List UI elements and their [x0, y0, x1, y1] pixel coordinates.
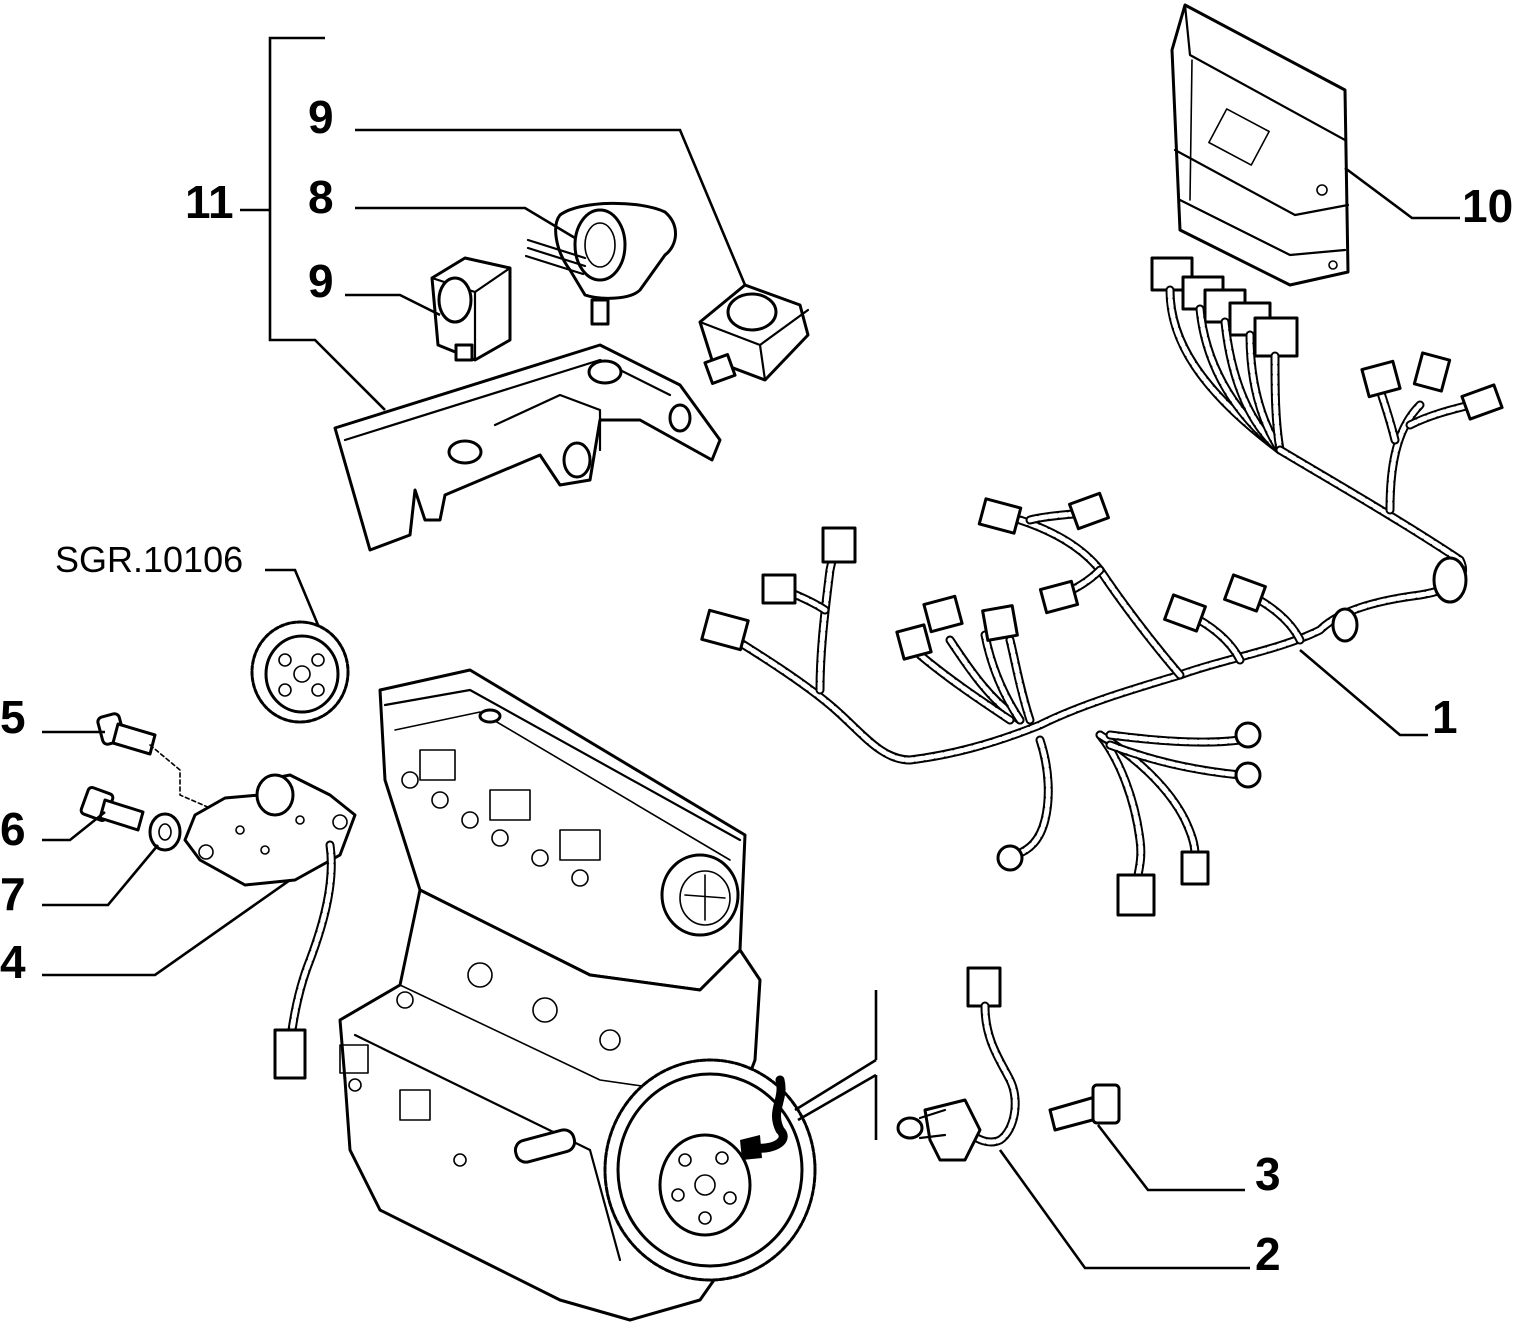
- engine-control-unit: [1170, 3, 1350, 287]
- coil-module-left: [430, 256, 512, 362]
- callout-10: 10: [1462, 180, 1513, 232]
- washer-7: [148, 812, 182, 852]
- callout-4: 4: [0, 936, 26, 988]
- leader-lines: [42, 36, 1460, 1270]
- callout-labels: 9 11 8 9 10 SGR.10106 1 5 6 7 4 3 2: [0, 91, 1513, 1280]
- callout-3: 3: [1255, 1148, 1281, 1200]
- coil-module-right: [698, 283, 810, 385]
- callout-11: 11: [185, 176, 234, 228]
- callout-7: 7: [0, 868, 26, 920]
- ignition-coil: [524, 201, 677, 326]
- callout-5: 5: [0, 691, 26, 743]
- sensor-bolt: [1048, 1083, 1121, 1132]
- wiring-harness: [700, 351, 1504, 917]
- callout-9-top: 9: [308, 91, 334, 143]
- callout-sgr: SGR.10106: [55, 539, 243, 580]
- callout-9-left: 9: [308, 255, 334, 307]
- bolt-5: [96, 712, 157, 756]
- camshaft-sensor: [183, 773, 357, 1080]
- crankshaft-sensor: [896, 966, 1020, 1162]
- callout-8: 8: [308, 171, 334, 223]
- engine-block: [338, 668, 817, 1322]
- callout-6: 6: [0, 803, 26, 855]
- callout-1: 1: [1432, 691, 1458, 743]
- ecu-connectors: [1150, 256, 1299, 455]
- coil-bracket: [333, 343, 722, 552]
- timing-pulley: [250, 620, 350, 724]
- callout-2: 2: [1255, 1228, 1281, 1280]
